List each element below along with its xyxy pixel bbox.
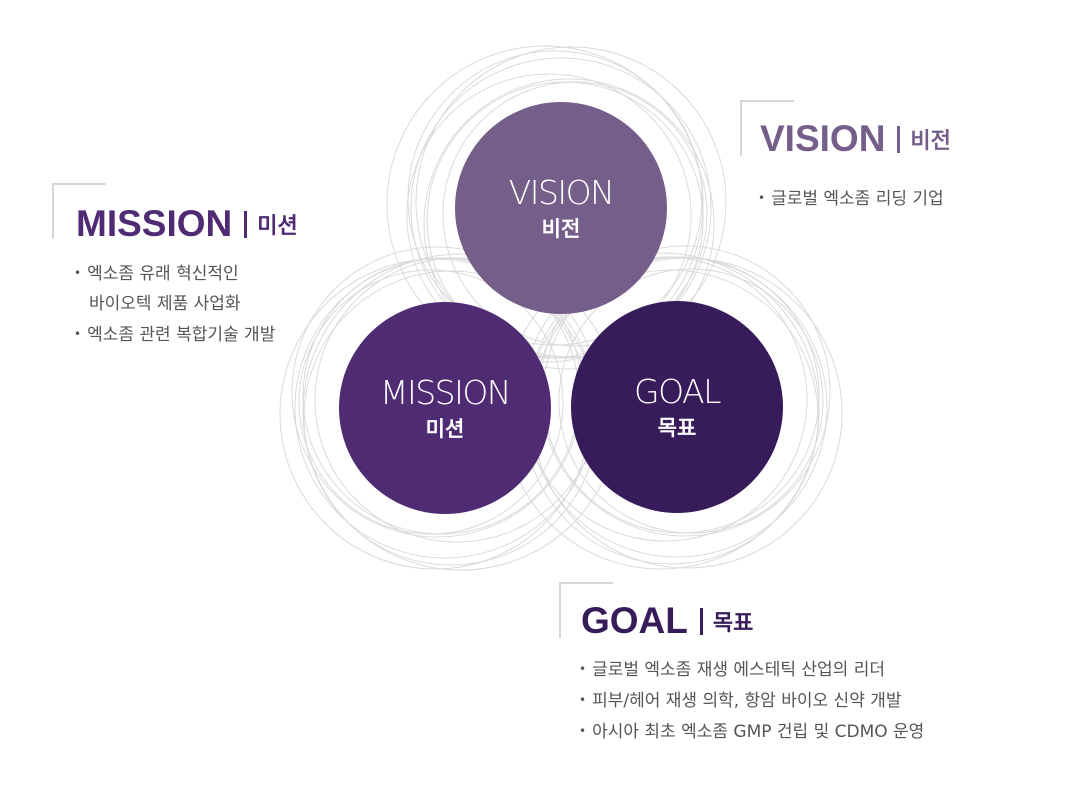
mission-circle: MISSION 미션 — [339, 302, 551, 514]
decorative-ring — [415, 46, 727, 358]
goal-circle: GOAL 목표 — [571, 301, 783, 513]
decorative-ring — [298, 269, 564, 535]
mission-title-en: MISSION — [76, 203, 233, 244]
vision-bullet-list: •글로벌 엑소좀 리딩 기업 — [758, 183, 944, 214]
list-item: •엑소좀 유래 혁신적인 — [74, 264, 239, 284]
bullet-dot-icon: • — [579, 662, 587, 676]
bullet-dot-icon: • — [579, 724, 587, 738]
bullet-dot-icon: • — [579, 693, 587, 707]
mission-circle-ko: 미션 — [425, 417, 465, 441]
decorative-ring — [386, 45, 704, 363]
list-item: •글로벌 엑소좀 재생 에스테틱 산업의 리더 — [579, 660, 885, 680]
vision-bracket — [740, 100, 794, 156]
mission-title-separator — [244, 210, 248, 238]
mission-bullet-list: •엑소좀 유래 혁신적인 바이오텍 제품 사업화 •엑소좀 관련 복합기술 개발 — [74, 258, 275, 350]
goal-circle-ko: 목표 — [657, 416, 697, 440]
vision-title-separator — [897, 125, 901, 153]
vision-circle-en: VISION — [508, 173, 615, 212]
vision-title-ko: 비전 — [910, 129, 951, 154]
list-item: •피부/헤어 재생 의학, 항암 바이오 신약 개발 — [579, 691, 902, 711]
goal-title-ko: 목표 — [712, 611, 754, 636]
decorative-ring — [558, 268, 824, 534]
goal-heading: GOAL 목표 — [581, 600, 753, 642]
vision-circle-ko: 비전 — [541, 217, 581, 241]
vision-title-en: VISION — [760, 118, 886, 159]
goal-title-en: GOAL — [581, 600, 688, 641]
decorative-ring — [423, 78, 715, 370]
goal-circle-en: GOAL — [634, 372, 721, 411]
mission-title-ko: 미션 — [257, 214, 298, 239]
goal-bracket — [559, 582, 613, 638]
bullet-dot-icon: • — [758, 191, 766, 205]
goal-title-separator — [699, 607, 703, 635]
bullet-dot-icon: • — [74, 327, 82, 341]
goal-bullet-list: •글로벌 엑소좀 재생 에스테틱 산업의 리더 •피부/헤어 재생 의학, 항암… — [579, 654, 924, 747]
mission-circle-en: MISSION — [380, 373, 512, 412]
list-item: •아시아 최초 엑소좀 GMP 건립 및 CDMO 운영 — [579, 722, 925, 742]
decorative-ring — [406, 73, 692, 359]
list-item: •글로벌 엑소좀 리딩 기업 — [758, 189, 944, 209]
bullet-dot-icon: • — [74, 266, 82, 280]
vision-circle: VISION 비전 — [455, 102, 667, 314]
list-item: 바이오텍 제품 사업화 — [89, 294, 241, 314]
list-item: •엑소좀 관련 복합기술 개발 — [74, 325, 276, 345]
decorative-ring — [407, 50, 703, 346]
mission-bracket — [52, 183, 106, 239]
mission-heading: MISSION 미션 — [76, 203, 298, 245]
vision-heading: VISION 비전 — [760, 118, 951, 160]
